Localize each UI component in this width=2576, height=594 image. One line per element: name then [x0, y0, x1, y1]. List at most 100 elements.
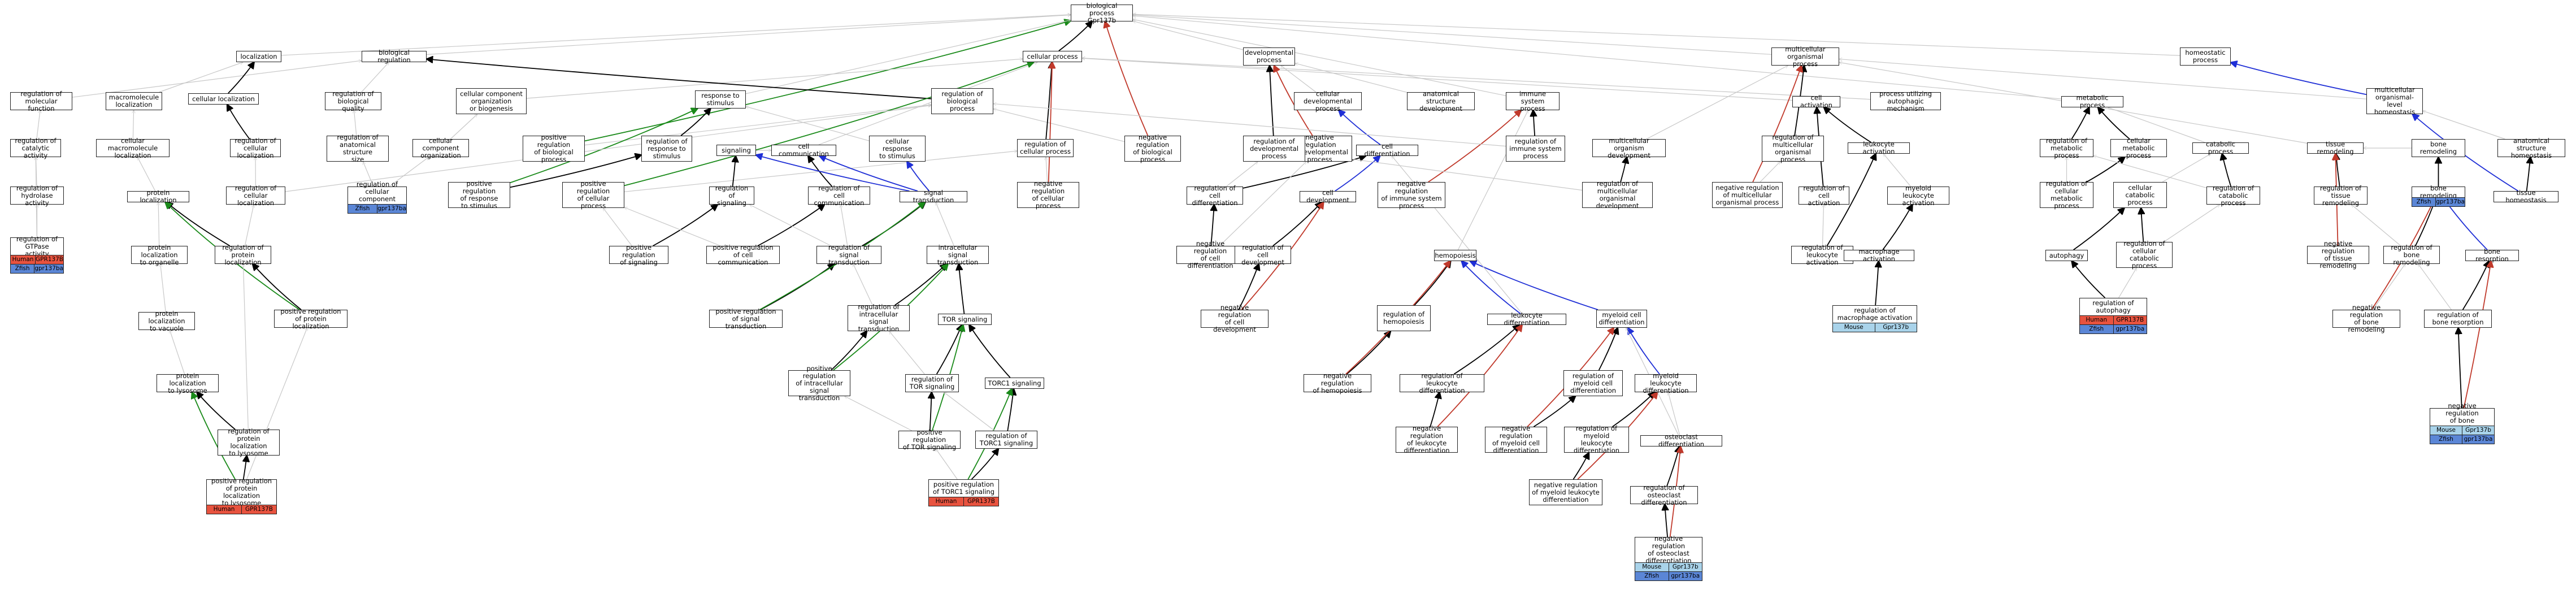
- go-term-node[interactable]: regulation of developmental process: [1243, 136, 1305, 162]
- go-term-node[interactable]: leukocyte activation: [1848, 141, 1910, 155]
- go-term-node[interactable]: cell development: [1300, 189, 1356, 204]
- go-term-node[interactable]: TORC1 signaling: [985, 378, 1044, 389]
- go-term-node[interactable]: regulation of TOR signaling: [905, 374, 959, 392]
- go-term-node[interactable]: autophagy: [2045, 250, 2088, 261]
- go-term-node[interactable]: cellular process: [1023, 51, 1082, 62]
- go-term-node[interactable]: regulation of anatomical structure size: [327, 134, 389, 163]
- go-term-node[interactable]: cellular component organization or bioge…: [456, 88, 527, 114]
- go-term-node[interactable]: catabolic process: [2192, 141, 2249, 155]
- go-term-node[interactable]: regulation of myeloid leukocyte differen…: [1564, 425, 1629, 454]
- go-term-node[interactable]: regulation of cellular component size: [347, 181, 407, 210]
- go-term-node[interactable]: negative regulation of cell differentiat…: [1176, 240, 1244, 270]
- go-term-node[interactable]: regulation of protein localization: [215, 244, 271, 266]
- go-term-node[interactable]: signaling: [716, 145, 756, 156]
- go-term-node[interactable]: anatomical structure homeostasis: [2497, 137, 2565, 159]
- go-term-node[interactable]: cell activation: [1792, 94, 1840, 109]
- go-term-node[interactable]: process utilizing autophagic mechanism: [1870, 90, 1941, 112]
- go-term-node[interactable]: regulation of hydrolase activity: [10, 184, 64, 206]
- go-term-node[interactable]: regulation of response to stimulus: [641, 136, 692, 162]
- go-term-node[interactable]: cellular metabolic process: [2110, 137, 2167, 159]
- go-term-node[interactable]: regulation of cellular catabolic process: [2116, 240, 2173, 270]
- go-term-node[interactable]: multicellular organismal-level homeostas…: [2366, 86, 2423, 116]
- go-term-node[interactable]: cell communication: [771, 143, 836, 158]
- go-term-node[interactable]: regulation of myeloid cell differentiati…: [1563, 370, 1623, 396]
- go-term-node[interactable]: regulation of intracellular signal trans…: [848, 303, 910, 333]
- go-term-node[interactable]: positive regulation of TORC1 signaling: [928, 479, 999, 497]
- go-term-node[interactable]: positive regulation of protein localizat…: [274, 307, 347, 329]
- go-term-node[interactable]: cellular component organization: [412, 137, 469, 159]
- go-term-node[interactable]: regulation of molecular function: [10, 90, 72, 112]
- go-term-node[interactable]: positive regulation of signaling: [609, 244, 668, 266]
- go-term-node[interactable]: homeostatic process: [2180, 47, 2231, 66]
- go-term-node[interactable]: TOR signaling: [938, 314, 992, 325]
- go-term-node[interactable]: regulation of cellular localization: [226, 184, 285, 206]
- go-term-node[interactable]: regulation of GTPase activity: [10, 235, 64, 257]
- go-term-node[interactable]: negative regulation of hemopoiesis: [1304, 372, 1371, 394]
- go-term-node[interactable]: positive regulation of TOR signaling: [898, 428, 961, 450]
- go-term-node[interactable]: positive regulation of cell communicatio…: [706, 244, 780, 266]
- go-term-node[interactable]: bone remodeling: [2412, 139, 2465, 157]
- go-term-node[interactable]: anatomical structure development: [1407, 90, 1475, 112]
- go-term-node[interactable]: bone remodeling: [2412, 185, 2465, 200]
- go-term-node[interactable]: regulation of cellular metabolic process: [2040, 180, 2093, 210]
- go-term-node[interactable]: macrophage activation: [1844, 248, 1914, 263]
- go-term-node[interactable]: metabolic process: [2061, 94, 2123, 109]
- go-term-node[interactable]: regulation of bone remodeling: [2383, 244, 2440, 266]
- go-term-node[interactable]: cellular localization: [188, 93, 259, 105]
- go-term-node[interactable]: multicellular organism development: [1592, 137, 1666, 159]
- go-term-node[interactable]: regulation of catabolic process: [2206, 184, 2260, 206]
- go-term-node[interactable]: negative regulation of leukocyte differe…: [1396, 425, 1458, 454]
- go-term-node[interactable]: regulation of metabolic process: [2040, 137, 2093, 159]
- go-term-node[interactable]: regulation of cell activation: [1799, 184, 1849, 206]
- go-term-node[interactable]: biological regulation: [362, 49, 427, 64]
- go-term-node[interactable]: positive regulation of biological proces…: [523, 134, 585, 163]
- go-term-node[interactable]: positive regulation of protein localizat…: [206, 478, 277, 507]
- go-term-node[interactable]: immune system process: [1506, 90, 1559, 112]
- go-term-node[interactable]: cellular macromolecule localization: [96, 137, 170, 159]
- go-term-node[interactable]: regulation of cellular process: [1017, 139, 1074, 157]
- go-term-node[interactable]: regulation of cell development: [1235, 244, 1291, 266]
- go-term-node[interactable]: macromolecule localization: [106, 92, 162, 110]
- go-term-node[interactable]: negative regulation of cellular process: [1017, 180, 1079, 210]
- go-term-node[interactable]: regulation of signaling: [709, 184, 754, 206]
- go-term-node[interactable]: regulation of multicellular organismal p…: [1762, 134, 1824, 163]
- go-term-node[interactable]: regulation of cellular localization: [230, 137, 281, 159]
- go-term-node[interactable]: negative regulation of bone resorption: [2430, 402, 2495, 432]
- go-term-node[interactable]: myeloid cell differentiation: [1596, 310, 1647, 328]
- go-term-node[interactable]: regulation of TORC1 signaling: [975, 431, 1037, 449]
- go-term-node[interactable]: response to stimulus: [695, 90, 746, 109]
- go-term-node[interactable]: regulation of biological process: [931, 88, 993, 114]
- go-term-node[interactable]: signal transduction: [900, 189, 967, 204]
- go-term-node[interactable]: regulation of tissue remodeling: [2314, 184, 2368, 206]
- go-term-node[interactable]: negative regulation of cell development: [1201, 304, 1269, 333]
- go-term-node[interactable]: regulation of protein localization to ly…: [218, 428, 280, 457]
- go-term-node[interactable]: regulation of catalytic activity: [10, 137, 61, 159]
- go-term-node[interactable]: negative regulation of biological proces…: [1124, 134, 1181, 163]
- go-term-node[interactable]: positive regulation of response to stimu…: [448, 180, 510, 210]
- go-term-node[interactable]: osteoclast differentiation: [1640, 433, 1722, 448]
- go-term-node[interactable]: cellular response to stimulus: [869, 136, 926, 162]
- go-term-node[interactable]: leukocyte differentiation: [1487, 312, 1566, 327]
- go-term-node[interactable]: biological process Gpr137b: [1071, 2, 1133, 24]
- go-term-node[interactable]: protein localization to organelle: [131, 244, 188, 266]
- go-term-node[interactable]: negative regulation of tissue remodeling: [2307, 240, 2369, 270]
- go-term-node[interactable]: negative regulation of osteoclast differ…: [1635, 535, 1702, 565]
- go-term-node[interactable]: positive regulation of signal transducti…: [709, 307, 783, 329]
- go-term-node[interactable]: localization: [236, 51, 281, 62]
- go-term-node[interactable]: regulation of osteoclast differentiation: [1630, 484, 1698, 506]
- go-term-node[interactable]: cellular catabolic process: [2113, 182, 2167, 208]
- go-term-node[interactable]: protein localization: [127, 189, 189, 204]
- go-term-node[interactable]: bone resorption: [2465, 248, 2519, 263]
- go-term-node[interactable]: negative regulation of myeloid cell diff…: [1485, 425, 1547, 454]
- go-term-node[interactable]: myeloid leukocyte activation: [1887, 184, 1949, 206]
- go-term-node[interactable]: regulation of leukocyte differentiation: [1400, 372, 1484, 394]
- go-term-node[interactable]: intracellular signal transduction: [927, 244, 989, 266]
- go-term-node[interactable]: negative regulation of bone remodeling: [2332, 304, 2400, 333]
- go-term-node[interactable]: negative regulation of myeloid leukocyte…: [1529, 479, 1602, 505]
- go-term-node[interactable]: hemopoiesis: [1434, 250, 1476, 261]
- go-term-node[interactable]: regulation of autophagy: [2079, 298, 2147, 316]
- go-term-node[interactable]: regulation of leukocyte activation: [1791, 244, 1853, 266]
- go-term-node[interactable]: tissue remodeling: [2307, 141, 2364, 155]
- go-term-node[interactable]: protein localization to vacuole: [138, 310, 195, 332]
- go-term-node[interactable]: cell differentiation: [1356, 143, 1418, 158]
